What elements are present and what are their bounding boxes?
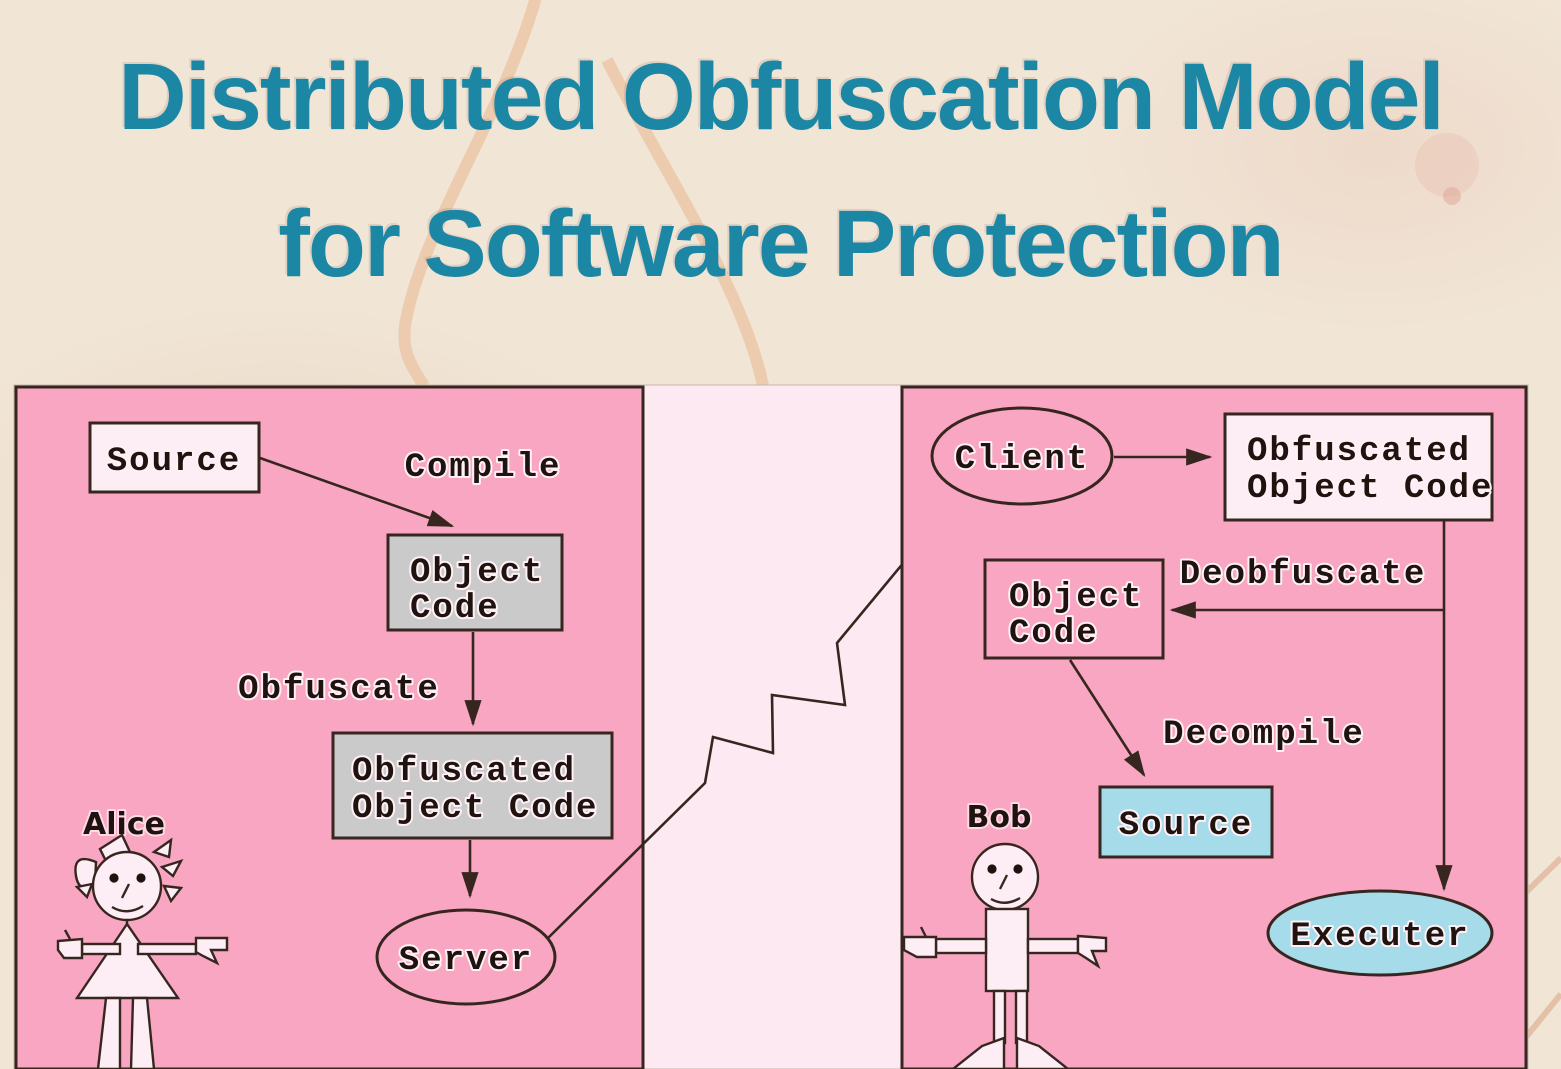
obfuscated-box-right-line2: Object Code bbox=[1247, 470, 1493, 508]
decor-curve-left bbox=[398, 0, 542, 390]
alice-figure bbox=[56, 833, 229, 1069]
bob-figure bbox=[902, 842, 1108, 1069]
source-box-right-label: Source bbox=[1119, 807, 1253, 845]
object-code-box-left-line1: Object bbox=[410, 554, 544, 592]
obfuscated-object-code-box-right bbox=[1223, 412, 1494, 522]
decompile-label: Decompile bbox=[1163, 716, 1365, 754]
alice-label: Alice bbox=[83, 807, 165, 842]
decompile-arrow bbox=[1068, 659, 1146, 778]
compile-arrow bbox=[259, 456, 455, 528]
executer-ellipse-label: Executer bbox=[1290, 918, 1469, 956]
object-code-box-right bbox=[983, 558, 1165, 660]
object-code-box-right-line2: Code bbox=[1009, 615, 1099, 653]
server-ellipse bbox=[375, 908, 557, 1006]
client-ellipse bbox=[930, 406, 1114, 506]
decor-blotch bbox=[1415, 133, 1479, 197]
decor-curve-right bbox=[601, 57, 769, 388]
network-zigzag-arrow bbox=[547, 501, 955, 939]
client-ellipse-label: Client bbox=[955, 441, 1089, 479]
source-box-left bbox=[88, 421, 261, 494]
decor-blotch-small bbox=[1443, 187, 1461, 205]
obfuscate-label: Obfuscate bbox=[238, 671, 440, 709]
compile-label: Compile bbox=[405, 449, 562, 487]
deobfuscate-label: Deobfuscate bbox=[1180, 556, 1426, 594]
obfuscated-box-left-line2: Object Code bbox=[352, 790, 598, 828]
obfuscated-object-code-box-left bbox=[331, 731, 614, 840]
title-line-1: Distributed Obfuscation Model bbox=[118, 44, 1445, 150]
object-code-box-right-line1: Object bbox=[1009, 579, 1143, 617]
executer-ellipse bbox=[1266, 889, 1494, 977]
server-ellipse-label: Server bbox=[399, 942, 533, 980]
object-code-box-left bbox=[386, 533, 564, 632]
source-box-left-label: Source bbox=[107, 443, 241, 481]
source-box-right bbox=[1098, 785, 1274, 859]
object-code-box-left-line2: Code bbox=[410, 590, 500, 628]
obfuscated-box-left-line1: Obfuscated bbox=[352, 753, 576, 791]
slide-title: Distributed Obfuscation Model for Softwa… bbox=[0, 24, 1561, 318]
obfuscated-box-right-line1: Obfuscated bbox=[1247, 433, 1471, 471]
bob-label: Bob bbox=[967, 800, 1032, 835]
title-line-2: for Software Protection bbox=[278, 191, 1284, 297]
